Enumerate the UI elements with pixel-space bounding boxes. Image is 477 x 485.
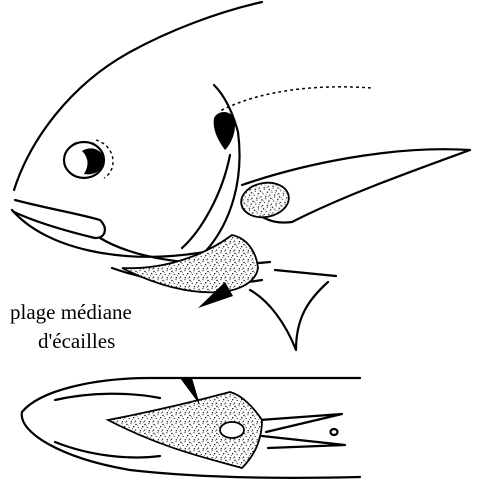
caption-line-1: plage médiane — [10, 302, 132, 323]
lateral-view — [12, 2, 470, 350]
ventral-small-circle — [331, 429, 338, 435]
operculum-outline — [12, 85, 240, 257]
ventral-jaw-line — [55, 394, 160, 400]
lateral-line-dotted — [222, 87, 372, 110]
head-dorsal-outline — [14, 2, 262, 190]
opercular-spot — [214, 112, 235, 150]
median-scale-patch-lateral — [122, 235, 258, 292]
pectoral-fin-base-stipple — [238, 179, 291, 221]
caption-line-2: d'écailles — [38, 331, 115, 352]
ventral-white-oval — [220, 422, 244, 438]
ventral-fin-upper — [260, 414, 342, 432]
lower-lip — [14, 200, 105, 238]
pelvic-fin — [250, 282, 328, 350]
preopercle-edge — [182, 155, 230, 248]
belly-line — [275, 270, 336, 276]
ventral-fin-lower — [262, 436, 345, 448]
